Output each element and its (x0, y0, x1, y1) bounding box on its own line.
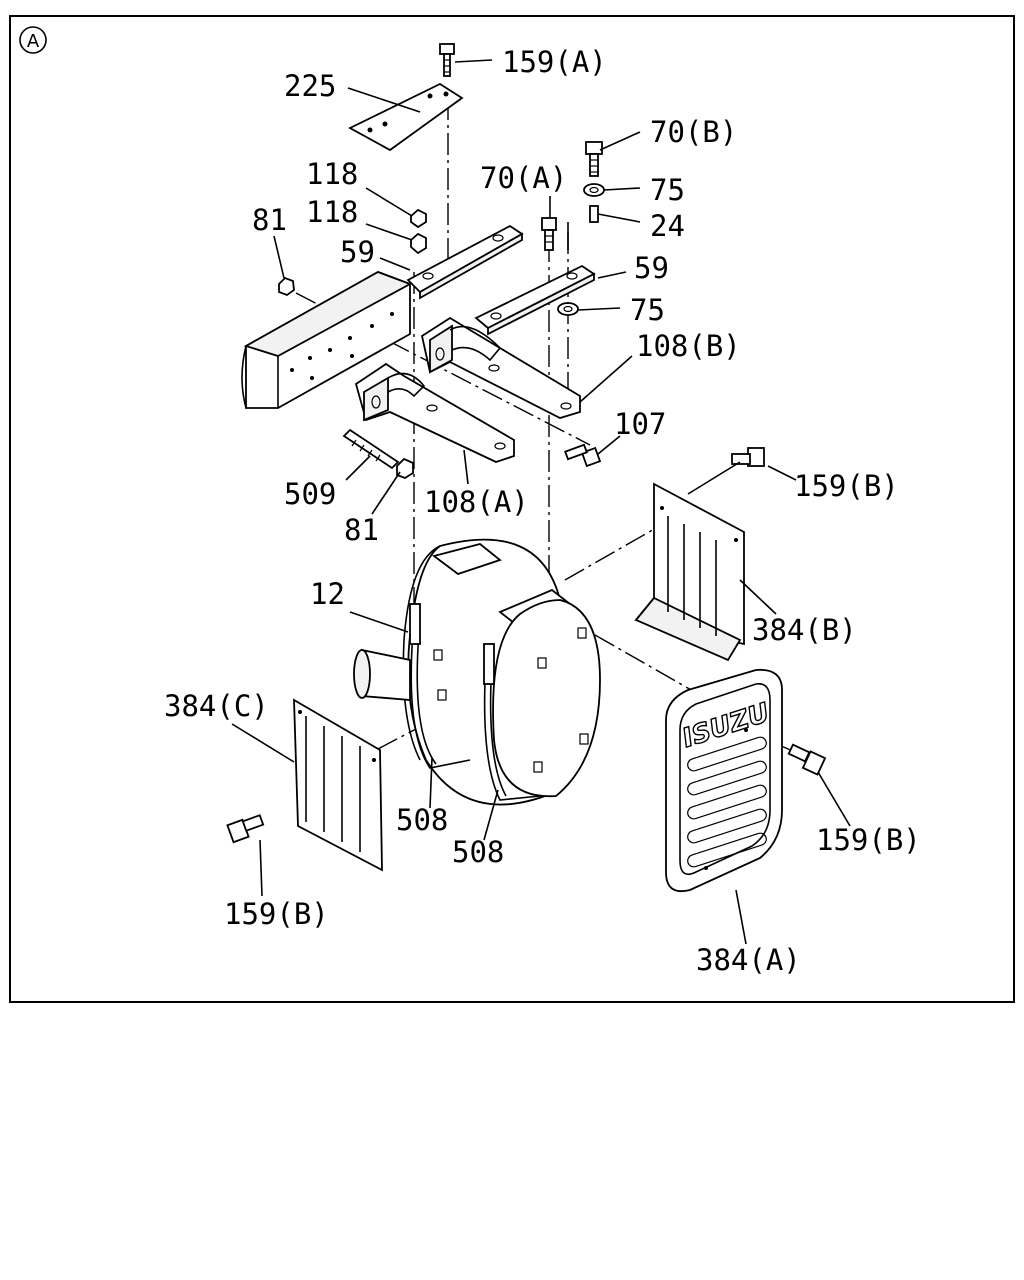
vent-slots (687, 736, 767, 868)
stud-bolt-509 (342, 428, 400, 470)
section-marker: A (19, 26, 47, 54)
diagram-frame (9, 15, 1015, 1003)
leader-lines (231, 59, 851, 945)
washer-75-upper (583, 183, 605, 197)
label-75-lower: 75 (630, 293, 665, 327)
part-labels: 159(A) 225 70(B) 118 70(A) 75 118 81 24 … (164, 45, 921, 977)
label-159b-upper: 159(B) (794, 469, 899, 503)
label-508-left: 508 (396, 803, 448, 837)
label-24: 24 (650, 209, 685, 243)
section-marker-letter: A (27, 31, 40, 52)
label-108a: 108(A) (424, 485, 529, 519)
label-81-lower: 81 (344, 513, 379, 547)
bolt-159b-right (787, 743, 827, 776)
label-12: 12 (310, 577, 345, 611)
label-70b: 70(B) (650, 115, 737, 149)
pin-24 (589, 205, 599, 223)
nut-118-upper (410, 208, 427, 229)
label-509: 509 (284, 477, 336, 511)
nut-81-lower (396, 457, 414, 479)
strap-508-left (409, 603, 471, 769)
frame-rail (241, 271, 413, 409)
bolt-159b-upper (731, 447, 765, 467)
mount-bracket-108a (354, 362, 515, 463)
bracket-59-left (406, 224, 524, 300)
mount-bracket-108b (420, 316, 581, 419)
label-159b-right: 159(B) (816, 823, 921, 857)
label-70a: 70(A) (480, 161, 567, 195)
label-225: 225 (284, 69, 336, 103)
label-159b-left: 159(B) (224, 897, 329, 931)
bolt-159b-left (226, 814, 265, 844)
bolt-159a (439, 43, 455, 77)
label-59-right: 59 (634, 251, 669, 285)
heat-shield-384b (634, 482, 745, 662)
label-508-right: 508 (452, 835, 504, 869)
label-118-lower: 118 (306, 195, 358, 229)
plate-225 (348, 82, 464, 152)
muffler-12 (353, 538, 601, 806)
nut-81-upper (278, 276, 295, 297)
strap-508-right (483, 643, 541, 801)
heat-shield-384a: ISUZU (665, 668, 783, 893)
bolt-107 (564, 443, 602, 468)
label-384c: 384(C) (164, 689, 269, 723)
label-118-upper: 118 (306, 157, 358, 191)
label-75-upper: 75 (650, 173, 685, 207)
label-108b: 108(B) (636, 329, 741, 363)
bracket-59-right (474, 264, 596, 336)
washer-75-lower (557, 302, 579, 316)
heat-shield-384c (293, 698, 383, 872)
label-384a: 384(A) (696, 943, 801, 977)
nut-118-lower (410, 232, 427, 255)
label-384b: 384(B) (752, 613, 857, 647)
bolt-70b (585, 141, 603, 177)
label-159a: 159(A) (502, 45, 607, 79)
label-59-left: 59 (340, 235, 375, 269)
label-107: 107 (614, 407, 666, 441)
bolt-70a (541, 217, 557, 251)
label-81-upper: 81 (252, 203, 287, 237)
